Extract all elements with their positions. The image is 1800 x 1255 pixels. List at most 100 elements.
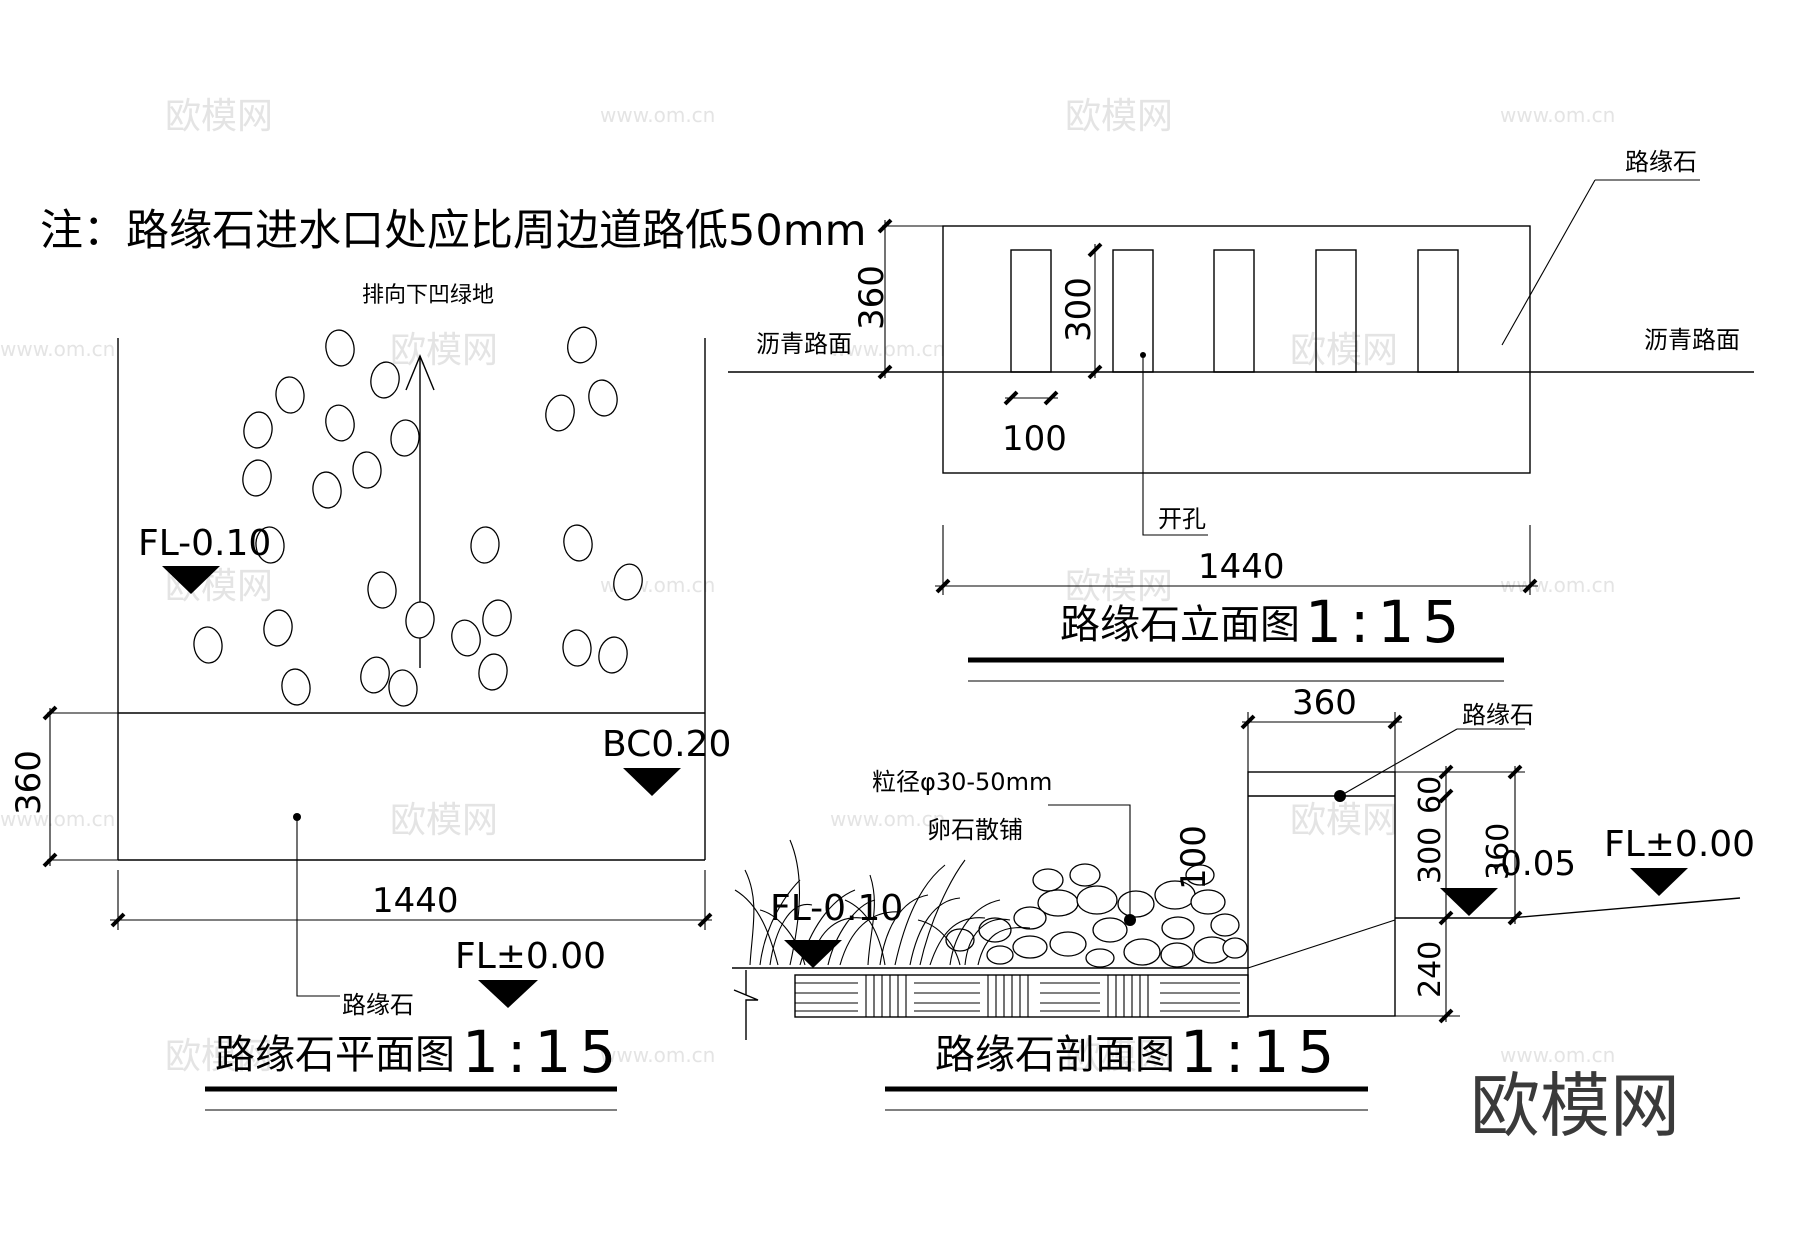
pebble xyxy=(1210,913,1240,937)
watermark-brand: 欧模网 xyxy=(165,96,273,137)
section-fl-road-label: FL±0.00 xyxy=(1604,824,1755,865)
section-scale: 1:15 xyxy=(1180,1018,1342,1086)
pebble xyxy=(567,326,597,364)
curb-leader xyxy=(1501,179,1596,346)
section-curb-leader xyxy=(1339,728,1458,797)
opening-label: 开孔 xyxy=(1158,505,1206,533)
asphalt-left-label: 沥青路面 xyxy=(756,330,852,358)
watermark-brand: 欧模网 xyxy=(390,330,498,371)
dim-tick xyxy=(1438,788,1454,804)
pebble xyxy=(352,451,382,489)
elevation-scale: 1:15 xyxy=(1305,588,1467,656)
watermark-brand: 欧模网 xyxy=(1290,800,1398,841)
section-grass xyxy=(734,839,1031,966)
dim-tick xyxy=(1438,1008,1454,1024)
section-fl-curb-marker xyxy=(1440,888,1498,916)
section-base-slab xyxy=(794,974,1249,1018)
note-text: 注：路缘石进水口处应比周边道路低50mm xyxy=(40,206,867,256)
pebble xyxy=(978,917,1012,943)
pebble xyxy=(1160,942,1194,968)
dim-tick xyxy=(1003,390,1019,406)
pebble xyxy=(1222,937,1248,959)
watermark-brand: 欧模网 xyxy=(165,1036,273,1077)
watermark-brand: 欧模网 xyxy=(390,800,498,841)
pebble xyxy=(563,524,593,562)
pebble xyxy=(945,928,975,952)
pebble xyxy=(545,394,575,432)
elevation-curb-outline xyxy=(942,225,1531,474)
pebble xyxy=(598,636,628,674)
section-break-line xyxy=(733,970,759,1040)
pebble xyxy=(390,419,420,457)
dim-tick xyxy=(42,852,58,868)
plan-fl-garden-marker xyxy=(162,566,220,594)
dim-tick xyxy=(42,705,58,721)
pebble xyxy=(1092,917,1128,943)
dim-tick xyxy=(110,912,126,928)
curb-opening xyxy=(1417,249,1459,373)
pebble xyxy=(1012,935,1048,959)
watermark-brand: 欧模网 xyxy=(1065,96,1173,137)
watermark-brand: 欧模网 xyxy=(1290,330,1398,371)
section-title: 路缘石剖面图 xyxy=(935,1032,1175,1078)
elevation-dim-opening-width: 100 xyxy=(1002,419,1067,459)
watermark-layer: 欧模网 欧模网 www.om.cn www.om.cn 欧模网 欧模网 www.… xyxy=(0,96,1615,1077)
curb-opening xyxy=(1010,249,1052,373)
pebble xyxy=(478,653,508,691)
dim-tick xyxy=(697,912,713,928)
pebble xyxy=(1069,863,1101,887)
dim-tick xyxy=(1507,910,1523,926)
dim-tick xyxy=(1522,578,1538,594)
drain-arrow-head xyxy=(405,354,435,391)
section-dim-top: 60 xyxy=(1413,776,1448,814)
pebble xyxy=(370,361,400,399)
section-road-line xyxy=(1509,897,1741,919)
dim-tick xyxy=(877,364,893,380)
pebble xyxy=(388,669,418,707)
pebble xyxy=(1013,906,1047,930)
brand-logo: 欧模网 xyxy=(1470,1065,1680,1147)
section-pebble-size: 粒径φ30-50mm xyxy=(872,768,1052,796)
section-curb-label: 路缘石 xyxy=(1462,701,1534,729)
plan-fl-road-label: FL±0.00 xyxy=(455,936,606,977)
pebble xyxy=(1185,864,1215,886)
base-hatching xyxy=(795,975,1240,1017)
plan-dim-width: 1440 xyxy=(372,881,459,921)
pebble xyxy=(193,626,223,664)
leader-dot xyxy=(1124,914,1136,926)
plan-dim-height: 360 xyxy=(9,750,49,815)
section-slope-line xyxy=(1247,919,1396,969)
section-dim-mid: 300 xyxy=(1413,827,1448,884)
section-fl-road-marker xyxy=(1630,868,1688,896)
pebble xyxy=(405,601,435,639)
pebble xyxy=(360,656,390,694)
watermark-brand: 欧模网 xyxy=(1065,1036,1173,1077)
plan-fl-road-marker xyxy=(478,980,538,1008)
section-dim-pebble-thickness: 100 xyxy=(1174,825,1214,890)
dim-tick xyxy=(1043,390,1059,406)
elevation-title: 路缘石立面图 xyxy=(1060,602,1300,648)
elevation-dim-opening-height: 300 xyxy=(1059,277,1099,342)
elevation-curb-label: 路缘石 xyxy=(1625,148,1697,176)
pebble xyxy=(588,379,618,417)
plan-bc-label: BC0.20 xyxy=(602,724,731,765)
watermark-url: www.om.cn xyxy=(0,807,115,831)
section-pebbles xyxy=(945,863,1248,968)
watermark-url: www.om.cn xyxy=(600,103,715,127)
plan-title: 路缘石平面图 xyxy=(215,1032,455,1078)
pebble xyxy=(1190,889,1226,915)
pebble xyxy=(562,629,592,667)
section-dim-bottom: 240 xyxy=(1413,941,1448,998)
pebble xyxy=(986,945,1014,965)
dim-tick xyxy=(1087,364,1103,380)
dim-tick xyxy=(1087,242,1103,258)
section-view: 360 路缘石 粒径φ30-50mm 卵石散铺 100 60 300 240 3… xyxy=(732,683,1755,1111)
pebble xyxy=(243,411,273,449)
pebble xyxy=(1049,931,1087,957)
section-fl-garden-label: FL-0.10 xyxy=(770,888,903,929)
dim-tick xyxy=(1240,714,1256,730)
watermark-url: www.om.cn xyxy=(1500,1043,1615,1067)
dim-tick xyxy=(1507,764,1523,780)
pebble xyxy=(275,376,305,414)
